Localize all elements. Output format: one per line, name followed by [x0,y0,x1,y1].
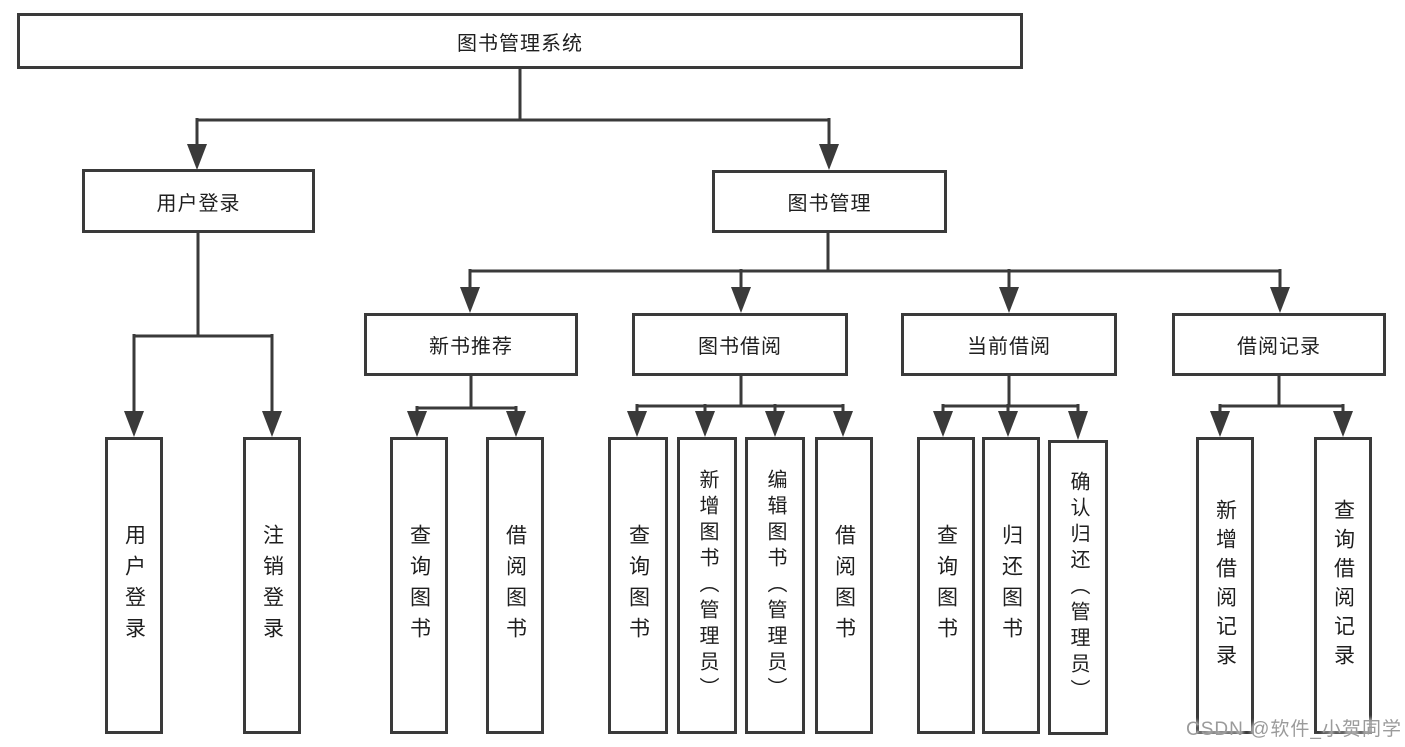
node-borrow-records: 借阅记录 [1172,313,1386,376]
leaf-borrow-books-label: 借阅图书 [832,523,856,648]
node-book-management-label: 图书管理 [787,193,872,215]
node-user-login: 用户登录 [82,169,315,233]
node-book-borrow: 图书借阅 [632,313,848,376]
node-root-label: 图书管理系统 [457,32,583,55]
leaf-edit-books-admin: 编辑图书（管理员） [745,437,805,734]
leaf-query-borrow-record: 查询借阅记录 [1314,437,1372,734]
leaf-borrow-books: 借阅图书 [815,437,873,734]
leaf-query-borrow-record-label: 查询借阅记录 [1331,498,1355,673]
arrowheads [124,144,1353,440]
node-borrow-records-label: 借阅记录 [1237,336,1321,358]
node-root: 图书管理系统 [17,13,1023,69]
leaf-logout-label: 注销登录 [260,523,284,648]
leaf-query-books-recommend: 查询图书 [390,437,448,734]
node-user-login-label: 用户登录 [156,192,241,215]
leaf-query-books-borrow: 查询图书 [608,437,668,734]
node-new-book-recommend-label: 新书推荐 [429,336,513,358]
node-current-borrow: 当前借阅 [901,313,1117,376]
node-new-book-recommend: 新书推荐 [364,313,578,376]
tree-edges [132,69,1345,420]
leaf-user-login: 用户登录 [105,437,163,734]
leaf-return-books: 归还图书 [982,437,1040,734]
leaf-borrow-books-recommend-label: 借阅图书 [503,523,527,648]
leaf-query-books-borrow-label: 查询图书 [626,523,650,648]
node-current-borrow-label: 当前借阅 [967,336,1051,358]
csdn-watermark: CSDN @软件_小贺同学 [1186,719,1402,740]
leaf-user-login-label: 用户登录 [122,523,146,648]
node-book-management: 图书管理 [712,170,947,233]
leaf-query-books-recommend-label: 查询图书 [407,523,431,648]
leaf-query-books-current: 查询图书 [917,437,975,734]
leaf-add-borrow-record-label: 新增借阅记录 [1213,498,1237,673]
node-book-borrow-label: 图书借阅 [698,336,782,358]
leaf-add-books-admin-label: 新增图书（管理员） [696,468,718,703]
leaf-add-borrow-record: 新增借阅记录 [1196,437,1254,734]
leaf-add-books-admin: 新增图书（管理员） [677,437,737,734]
leaf-confirm-return-admin: 确认归还（管理员） [1048,440,1108,735]
leaf-logout: 注销登录 [243,437,301,734]
leaf-edit-books-admin-label: 编辑图书（管理员） [764,468,786,703]
leaf-return-books-label: 归还图书 [999,523,1023,648]
leaf-query-books-current-label: 查询图书 [934,523,958,648]
leaf-confirm-return-admin-label: 确认归还（管理员） [1067,470,1089,705]
leaf-borrow-books-recommend: 借阅图书 [486,437,544,734]
